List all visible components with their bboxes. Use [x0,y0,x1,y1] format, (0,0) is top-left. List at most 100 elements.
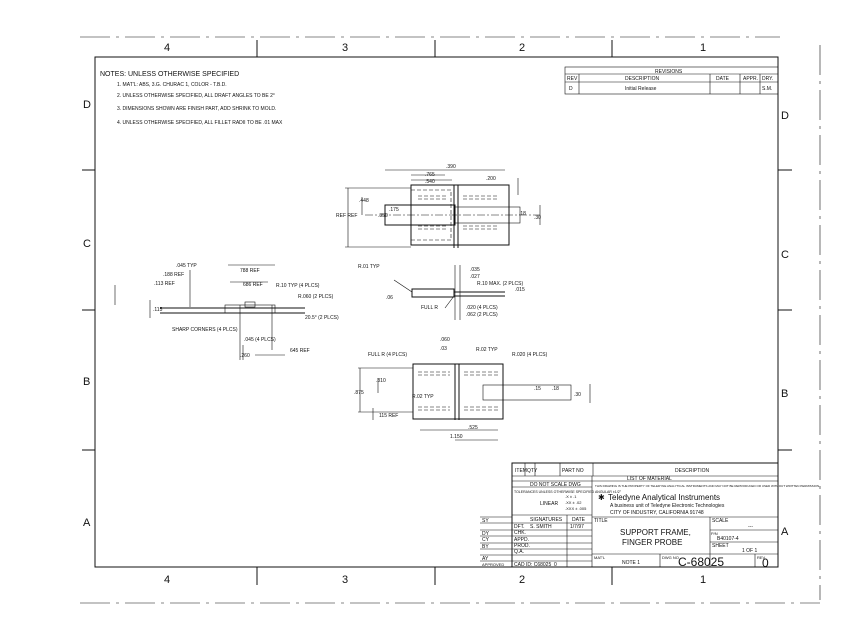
drawing-label: .15 [534,386,541,392]
drawing-label: .020 (4 PLCS) [466,305,498,311]
drawing-label: .XX ± .02 [565,500,582,505]
notes-title: NOTES: UNLESS OTHERWISE SPECIFIED [100,71,239,78]
drawing-label: DESCRIPTION [625,76,660,82]
drawing-label: APPR. [743,76,758,82]
drawing-label: 115 REF [379,413,398,419]
bottom-view: .060 .03 FULL R (4 PLCS) R.02 TYP R.020 … [354,337,591,441]
drawing-label: A business unit of Teledyne Electronic T… [610,503,725,509]
drawing-label: DWG NO [662,555,679,560]
drawing-label: CY [482,537,490,543]
drawing-label: .18 [552,386,559,392]
drawing-label: .027 [470,274,480,280]
drawing-label: BY [482,544,489,550]
zone-col-2: 2 [519,42,525,54]
drawing-label: R.060 (2 PLCS) [298,294,334,300]
zone-row-b-right: B [781,388,788,400]
drawing-label: .062 (2 PLCS) [466,312,498,318]
zone-col-4-bottom: 4 [164,574,170,586]
revisions-table: REVISIONS REV DESCRIPTION DATE APPR. DRY… [564,66,779,95]
note-3: 3. DIMENSIONS SHOWN ARE FINISH PART, ADD… [117,106,276,112]
drawing-label: AY [482,556,489,562]
drawing-label: TOLERANCES UNLESS OTHERWISE SPECIFIED AN… [514,490,622,494]
drawing-label: REF REF [336,213,357,219]
zone-col-1-bottom: 1 [700,574,706,586]
title-block: ITEM QTY PART NO DESCRIPTION LIST OF MAT… [480,462,820,570]
drawing-label: R.02 TYP [412,394,434,400]
notes: NOTES: UNLESS OTHERWISE SPECIFIED 1. MAT… [100,71,283,126]
drawing-label: .060 [440,337,450,343]
drawing-label: .03 [440,346,447,352]
zone-row-d-right: D [781,110,789,122]
drawing-label: CAD ID: C68025_0 [514,562,557,568]
drawing-label: Q.A. [514,549,524,555]
drawing-label: 686 REF [243,282,263,288]
revisions-title: REVISIONS [655,69,683,75]
outer-frame [80,36,821,604]
drawing-label: .035 [470,267,480,273]
company-logo-icon: ✱ [598,493,605,502]
drawing-label: .525 [468,425,478,431]
drawing-label: .015 [515,287,525,293]
drawing-label: NOTE 1 [622,560,640,566]
zone-col-4: 4 [164,42,170,54]
section-view: R.01 TYP .035 .027 R.10 MAX. (2 PLCS) .0… [358,264,525,320]
list-of-material: LIST OF MATERIAL [627,476,672,482]
drawing-label: CITY OF INDUSTRY, CALIFORNIA 91748 [610,510,704,516]
drawing-label: PROD. [514,543,530,549]
drawing-label: 1/7/97 [570,524,584,530]
zone-labels: 4 3 2 1 4 3 2 1 D C B A D C B A [83,42,789,586]
zone-col-2-bottom: 2 [519,574,525,586]
drawing-label: S. SMITH [530,524,552,530]
drawing-label: 20.5° (2 PLCS) [305,315,339,321]
drawing-revision: 0 [762,556,769,570]
zone-row-c-right: C [781,249,789,261]
note-2: 2. UNLESS OTHERWISE SPECIFIED, ALL DRAFT… [117,93,275,99]
drawing-label: .260 [240,353,250,359]
part-number: B40107-4 [717,536,739,542]
drawing-label: TITLE [594,518,608,524]
drawing-label: .448 [359,198,369,204]
top-view: .390 .765 .540 .200 .448 REF REF .175 .3… [336,164,541,248]
drawing-label: MAT'L [594,555,606,560]
zone-col-3: 3 [342,42,348,54]
drawing-label: REV [757,555,766,560]
drawing-label: .045 TYP [176,263,197,269]
drawing-label: P/N [711,531,718,536]
drawing-label: .390 [446,164,456,170]
drawing-label: DATE [716,76,730,82]
drawing-label: SHARP CORNERS (4 PLCS) [172,327,238,333]
zone-col-1: 1 [700,42,706,54]
drawing-label: .113 REF [154,281,175,287]
drawing-label: R.02 TYP [476,347,498,353]
drawing-label: DFT. [514,524,525,530]
drawing-label: PART NO [562,468,584,474]
drawing-label: 645 REF [290,348,310,354]
zone-row-c: C [83,238,91,250]
drawing-label: .30 [574,392,581,398]
drawing-label: APPD. [514,537,529,543]
drawing-label: APPROVED [482,562,504,567]
drawing-label: SHEET [712,543,729,549]
zone-row-d: D [83,99,91,111]
drawing-title-line-1: SUPPORT FRAME, [620,528,691,537]
note-4: 4. UNLESS OTHERWISE SPECIFIED, ALL FILLE… [117,120,283,126]
drawing-label: CHK. [514,530,526,536]
drawing-label: FULL R [421,305,438,311]
drawing-title-line-2: FINGER PROBE [622,538,682,547]
note-1: 1. MAT'L: ABS, 3.G. CHURAC 1, COLOR - T.… [117,82,227,88]
drawing-label: .30 [534,215,541,221]
drawing-label: .175 [389,207,399,213]
drawing-label: DY [482,531,490,537]
drawing-label: THIS DRAWING IS THE PROPERTY OF TELEDYNE… [595,484,820,488]
drawing-label: SCALE [712,518,729,524]
drawing-border [94,56,779,568]
drawing-label: .350 [378,213,388,219]
drawing-label: R.10 TYP (4 PLCS) [276,283,320,289]
zone-col-3-bottom: 3 [342,574,348,586]
drawing-label: SIGNATURES [530,517,563,523]
side-view: .045 TYP .188 REF .113 REF .115 788 REF … [114,263,339,360]
company-name: Teledyne Analytical Instruments [608,493,720,502]
revision-letter: D [569,86,573,92]
drawing-label: R.01 TYP [358,264,380,270]
